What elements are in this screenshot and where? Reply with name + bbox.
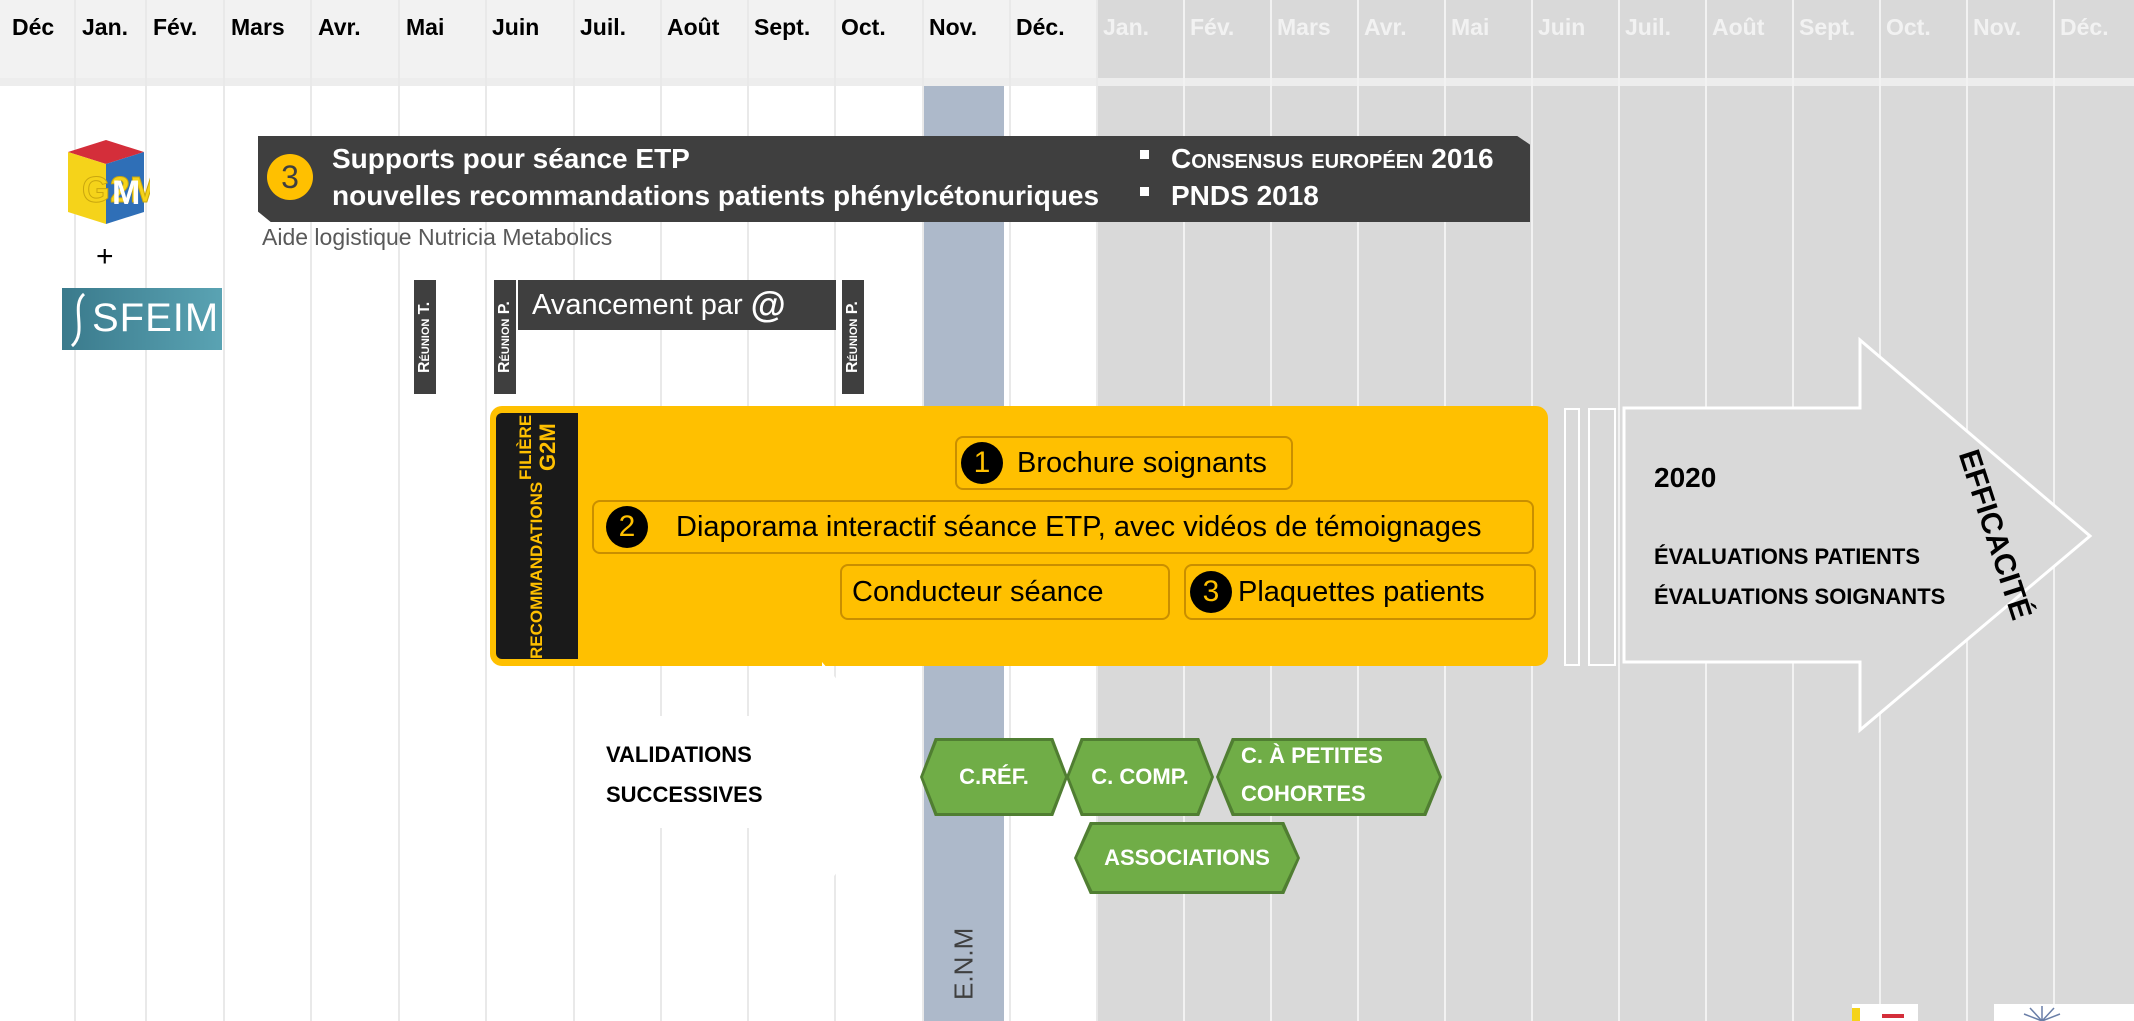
meeting-marker-t-label: Réunion T.	[416, 301, 433, 373]
month-divider	[485, 0, 487, 1021]
project-title-line2: nouvelles recommandations patients phény…	[332, 180, 1100, 211]
month-label: Mars	[1277, 14, 1331, 40]
month-label: Fév.	[153, 14, 198, 40]
g2m-logo-digit: G2M	[82, 169, 150, 210]
month-label: Déc.	[2060, 14, 2109, 40]
validation-label-line2: SUCCESSIVES	[606, 782, 763, 807]
month-label: Mars	[231, 14, 285, 40]
meeting-marker-p1: Réunion P.	[494, 280, 516, 394]
meeting-marker-p2-label: Réunion P.	[844, 301, 861, 373]
committee-cpetites: C. À PETITES COHORTES	[1219, 741, 1439, 813]
at-symbol-icon: @	[750, 284, 786, 325]
month-label: Nov.	[929, 14, 978, 40]
month-label: Juin	[1538, 14, 1586, 40]
month-label: Août	[1712, 14, 1765, 40]
committee-associations-label: ASSOCIATIONS	[1104, 845, 1270, 870]
month-divider	[145, 0, 147, 1021]
recommendations-label-line2: filière G2M	[515, 413, 560, 482]
month-label: Jan.	[82, 14, 129, 40]
recommendations-label-g2m: G2M	[535, 423, 560, 472]
project-title-line1: Supports pour séance ETP	[332, 143, 690, 174]
committee-ccomp-label: C. COMP.	[1091, 764, 1189, 789]
outlook-arrow	[1622, 336, 2093, 734]
partner-logo-yellow-mark	[1852, 1008, 1860, 1021]
month-label: Avr.	[318, 14, 361, 40]
header-divider	[0, 78, 2134, 86]
meeting-marker-p2: Réunion P.	[842, 280, 864, 394]
recommendations-sidebar	[496, 413, 578, 659]
recommendations-label-prefix: filière	[516, 414, 535, 480]
month-label: Sept.	[754, 14, 811, 40]
month-divider	[1618, 0, 1620, 1021]
reference-pnds: PNDS 2018	[1140, 180, 1319, 212]
deliverable-brochure: 1 Brochure soignants	[955, 436, 1293, 490]
committee-cref: C.RÉF.	[923, 741, 1065, 813]
plus-sign: +	[96, 240, 114, 273]
partner-logo-fragment	[1994, 1004, 2134, 1021]
month-divider	[74, 0, 76, 1021]
outlook-year: 2020	[1654, 462, 1717, 493]
progress-by-email-box: Avancement par @	[518, 280, 836, 330]
deliverable-diaporama-label: Diaporama interactif séance ETP, avec vi…	[676, 510, 1482, 543]
svg-text:M: M	[112, 174, 140, 212]
deliverable-number-badge: 3	[1190, 571, 1232, 613]
project-number-badge: 3	[267, 154, 313, 200]
reference-pnds-text: PNDS 2018	[1171, 180, 1319, 211]
month-label: Mai	[1451, 14, 1490, 40]
progress-by-email-text: Avancement par	[532, 288, 743, 321]
month-label: Sept.	[1799, 14, 1856, 40]
deliverable-plaquettes: 3 Plaquettes patients	[1184, 564, 1536, 620]
month-divider	[310, 0, 312, 1021]
partner-logo-fragment	[1852, 1004, 1918, 1021]
deliverable-conducteur: Conducteur séance	[840, 564, 1170, 620]
recommendations-label-line1: Recommandations	[527, 481, 546, 659]
outlook-eval-soignants: ÉVALUATIONS SOIGNANTS	[1654, 584, 1946, 609]
outlook-eval-patients: ÉVALUATIONS PATIENTS	[1654, 544, 1921, 569]
project-subtitle: Aide logistique Nutricia Metabolics	[262, 224, 613, 250]
month-divider	[398, 0, 400, 1021]
month-label: Oct.	[841, 14, 886, 40]
committee-cpetites-line2: COHORTES	[1241, 781, 1366, 806]
reference-consensus-text: Consensus européen 2016	[1171, 143, 1494, 174]
deliverable-plaquettes-label: Plaquettes patients	[1238, 575, 1485, 608]
validation-arrow	[590, 662, 920, 890]
committee-cpetites-line1: C. À PETITES	[1241, 743, 1383, 768]
validation-label-line1: VALIDATIONS	[606, 742, 752, 767]
month-label: Avr.	[1364, 14, 1407, 40]
timeline-break-bar	[1564, 408, 1580, 666]
month-label: Jan.	[1103, 14, 1150, 40]
committee-cref-label: C.RÉF.	[959, 764, 1029, 789]
month-label: Fév.	[1190, 14, 1235, 40]
meeting-marker-p1-label: Réunion P.	[496, 301, 513, 373]
month-label: Déc.	[1016, 14, 1065, 40]
deliverable-conducteur-label: Conducteur séance	[852, 575, 1104, 608]
month-label: Juil.	[1625, 14, 1672, 40]
deliverable-number-badge: 2	[606, 506, 648, 548]
partner-logo-red-mark	[1882, 1014, 1904, 1018]
project-title-bar	[258, 136, 1530, 222]
month-divider	[223, 0, 225, 1021]
month-label: Août	[667, 14, 720, 40]
meeting-marker-t: Réunion T.	[414, 280, 436, 394]
committee-associations: ASSOCIATIONS	[1077, 825, 1297, 891]
committee-ccomp: C. COMP.	[1069, 741, 1211, 813]
month-label: Oct.	[1886, 14, 1931, 40]
timeline-break-bar	[1588, 408, 1616, 666]
month-label: Déc	[12, 14, 55, 40]
g2m-logo: G2M M	[62, 138, 161, 226]
month-label: Mai	[406, 14, 445, 40]
deliverable-number-badge: 1	[961, 442, 1003, 484]
sfeim-logo: SFEIM	[62, 288, 222, 350]
reference-consensus: Consensus européen 2016	[1140, 143, 1494, 175]
deliverable-brochure-label: Brochure soignants	[1017, 446, 1267, 479]
recommendations-label: Recommandations filière G2M	[496, 413, 578, 659]
month-label: Juil.	[580, 14, 627, 40]
deliverable-diaporama: 2 Diaporama interactif séance ETP, avec …	[592, 500, 1534, 554]
header-strip	[0, 0, 1098, 78]
sfeim-logo-text: SFEIM	[92, 296, 220, 340]
enm-label: E.N.M	[948, 927, 979, 1001]
month-label: Juin	[492, 14, 540, 40]
month-label: Nov.	[1973, 14, 2022, 40]
